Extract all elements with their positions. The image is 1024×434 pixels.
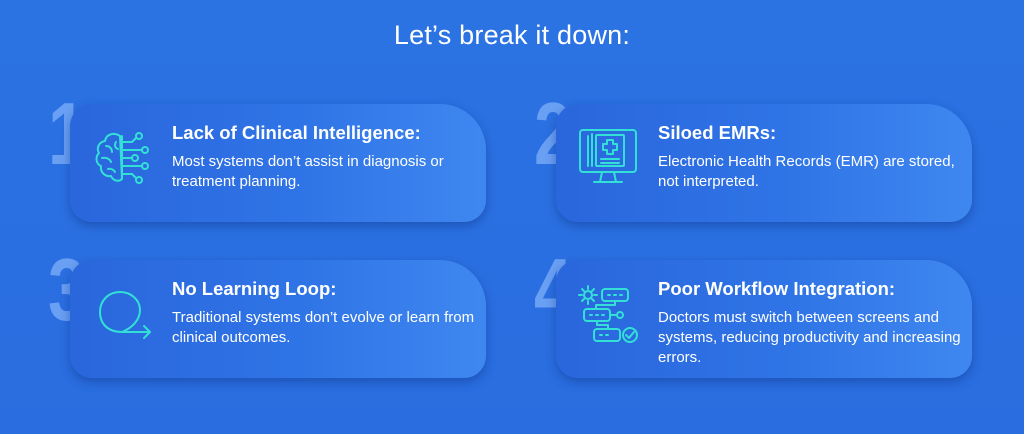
loop-arrow-icon <box>86 278 158 350</box>
card-workflow-integration: Poor Workflow Integration: Doctors must … <box>556 260 972 378</box>
brain-circuit-icon <box>86 122 158 194</box>
card-description: Doctors must switch between screens and … <box>658 309 961 366</box>
workflow-icon <box>572 278 644 350</box>
card-clinical-intelligence: Lack of Clinical Intelligence: Most syst… <box>70 104 486 222</box>
card-title: No Learning Loop: <box>172 278 337 299</box>
card-siloed-emrs: Siloed EMRs: Electronic Health Records (… <box>556 104 972 222</box>
card-title: Siloed EMRs: <box>658 122 777 143</box>
card-description: Traditional systems don’t evolve or lear… <box>172 309 475 346</box>
card-learning-loop: No Learning Loop: Traditional systems do… <box>70 260 486 378</box>
card-description: Most systems don’t assist in diagnosis o… <box>172 153 444 190</box>
page-title: Let’s break it down: <box>393 20 631 50</box>
card-title: Lack of Clinical Intelligence: <box>172 122 421 143</box>
medical-records-monitor-icon <box>572 122 644 194</box>
card-description: Electronic Health Records (EMR) are stor… <box>658 153 955 190</box>
card-title: Poor Workflow Integration: <box>658 278 896 299</box>
